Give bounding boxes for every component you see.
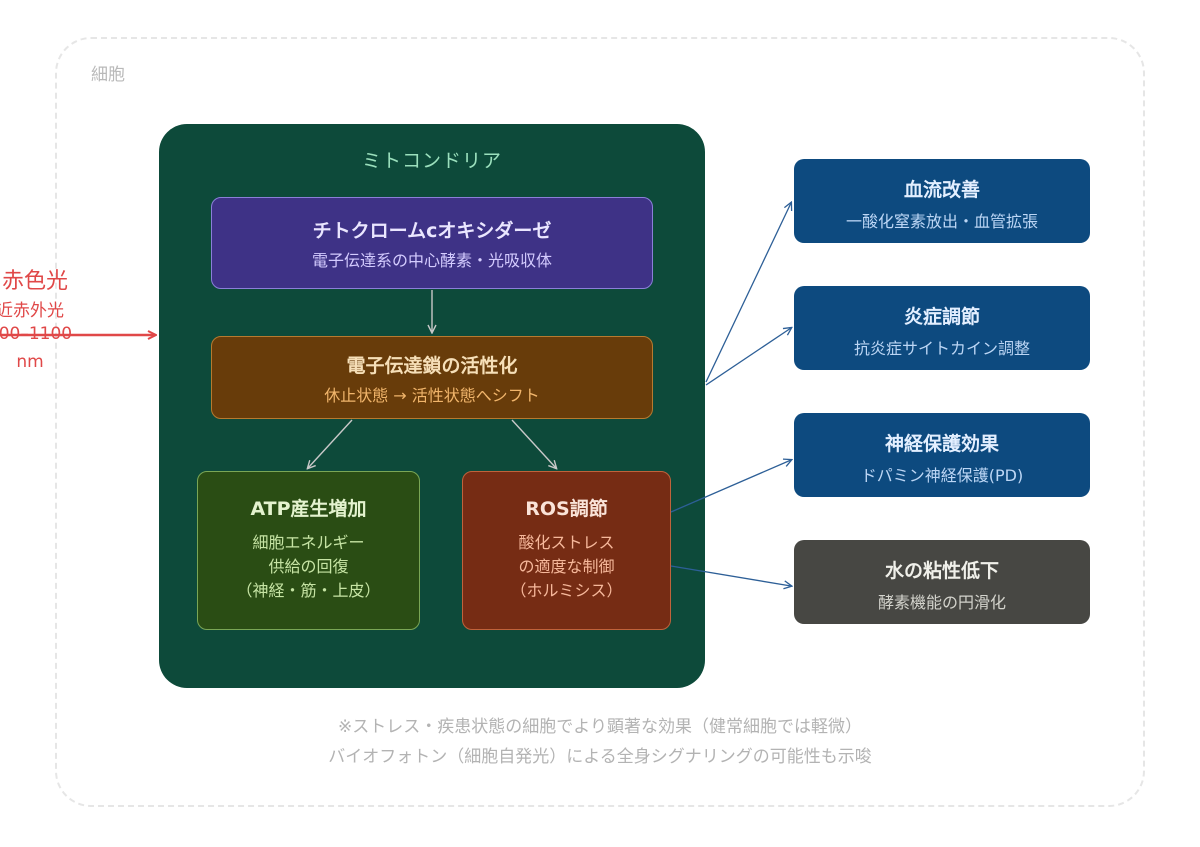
footnote-stress: ※ストレス・疾患状態の細胞でより顕著な効果（健常細胞では軽微） [338, 717, 862, 737]
effect-desc: ドパミン神経保護(PD) [860, 466, 1024, 485]
cytochrome-c-oxidase-box: チトクロームcオキシダーゼ 電子伝達系の中心酵素・光吸収体 [211, 197, 653, 289]
effect-title: 血流改善 [903, 179, 980, 201]
ros-desc-line: 酸化ストレス [518, 533, 615, 552]
etc-title: 電子伝達鎖の活性化 [346, 355, 518, 377]
effect-desc: 酵素機能の円滑化 [877, 593, 1006, 612]
atp-production-box: ATP産生増加 細胞エネルギー 供給の回復 （神経・筋・上皮） [197, 471, 420, 630]
ros-title: ROS調節 [525, 498, 608, 520]
atp-desc-line: 供給の回復 [268, 557, 349, 576]
atp-desc-line: （神経・筋・上皮） [236, 581, 381, 600]
ros-desc-line: の適度な制御 [518, 557, 615, 576]
effect-inflammation: 炎症調節 抗炎症サイトカイン調整 [794, 286, 1090, 370]
ros-regulation-box: ROS調節 酸化ストレス の適度な制御 （ホルミシス） [462, 471, 671, 630]
footnote-biophoton: バイオフォトン（細胞自発光）による全身シグナリングの可能性も示唆 [328, 747, 872, 767]
red-light-label: 赤色光 [1, 269, 68, 294]
effect-neuroprotection: 神経保護効果 ドパミン神経保護(PD) [794, 413, 1090, 497]
effect-desc: 一酸化窒素放出・血管拡張 [845, 212, 1038, 231]
wavelength-unit: nm [16, 352, 44, 372]
arrow-to-blood-flow [705, 203, 791, 383]
effect-desc: 抗炎症サイトカイン調整 [853, 339, 1030, 358]
effect-title: 炎症調節 [903, 306, 980, 328]
electron-transport-box: 電子伝達鎖の活性化 休止状態 → 活性状態へシフト [211, 336, 653, 419]
atp-title: ATP産生増加 [250, 498, 367, 520]
effect-blood-flow: 血流改善 一酸化窒素放出・血管拡張 [794, 159, 1090, 243]
arrow-to-water-viscosity [670, 565, 791, 586]
cytochrome-desc: 電子伝達系の中心酵素・光吸収体 [311, 251, 552, 270]
etc-desc: 休止状態 → 活性状態へシフト [324, 386, 540, 405]
effect-title: 神経保護効果 [884, 433, 999, 455]
ros-desc: 酸化ストレス の適度な制御 （ホルミシス） [463, 531, 670, 603]
ros-desc-line: （ホルミシス） [510, 581, 623, 600]
cell-label: 細胞 [91, 65, 125, 85]
cell-boundary [55, 37, 1145, 807]
arrow-etc-to-atp [308, 419, 353, 468]
arrow-to-inflammation [705, 328, 791, 386]
atp-desc-line: 細胞エネルギー [252, 533, 365, 552]
near-infrared-label: 近赤外光 [0, 301, 64, 321]
arrow-to-neuroprotection [670, 460, 791, 513]
mitochondria-title: ミトコンドリア [361, 150, 502, 172]
atp-desc: 細胞エネルギー 供給の回復 （神経・筋・上皮） [198, 531, 419, 603]
effect-title: 水の粘性低下 [884, 560, 999, 582]
arrow-etc-to-ros [511, 419, 556, 468]
effect-water-viscosity: 水の粘性低下 酵素機能の円滑化 [794, 540, 1090, 624]
cytochrome-title: チトクロームcオキシダーゼ [312, 220, 552, 242]
